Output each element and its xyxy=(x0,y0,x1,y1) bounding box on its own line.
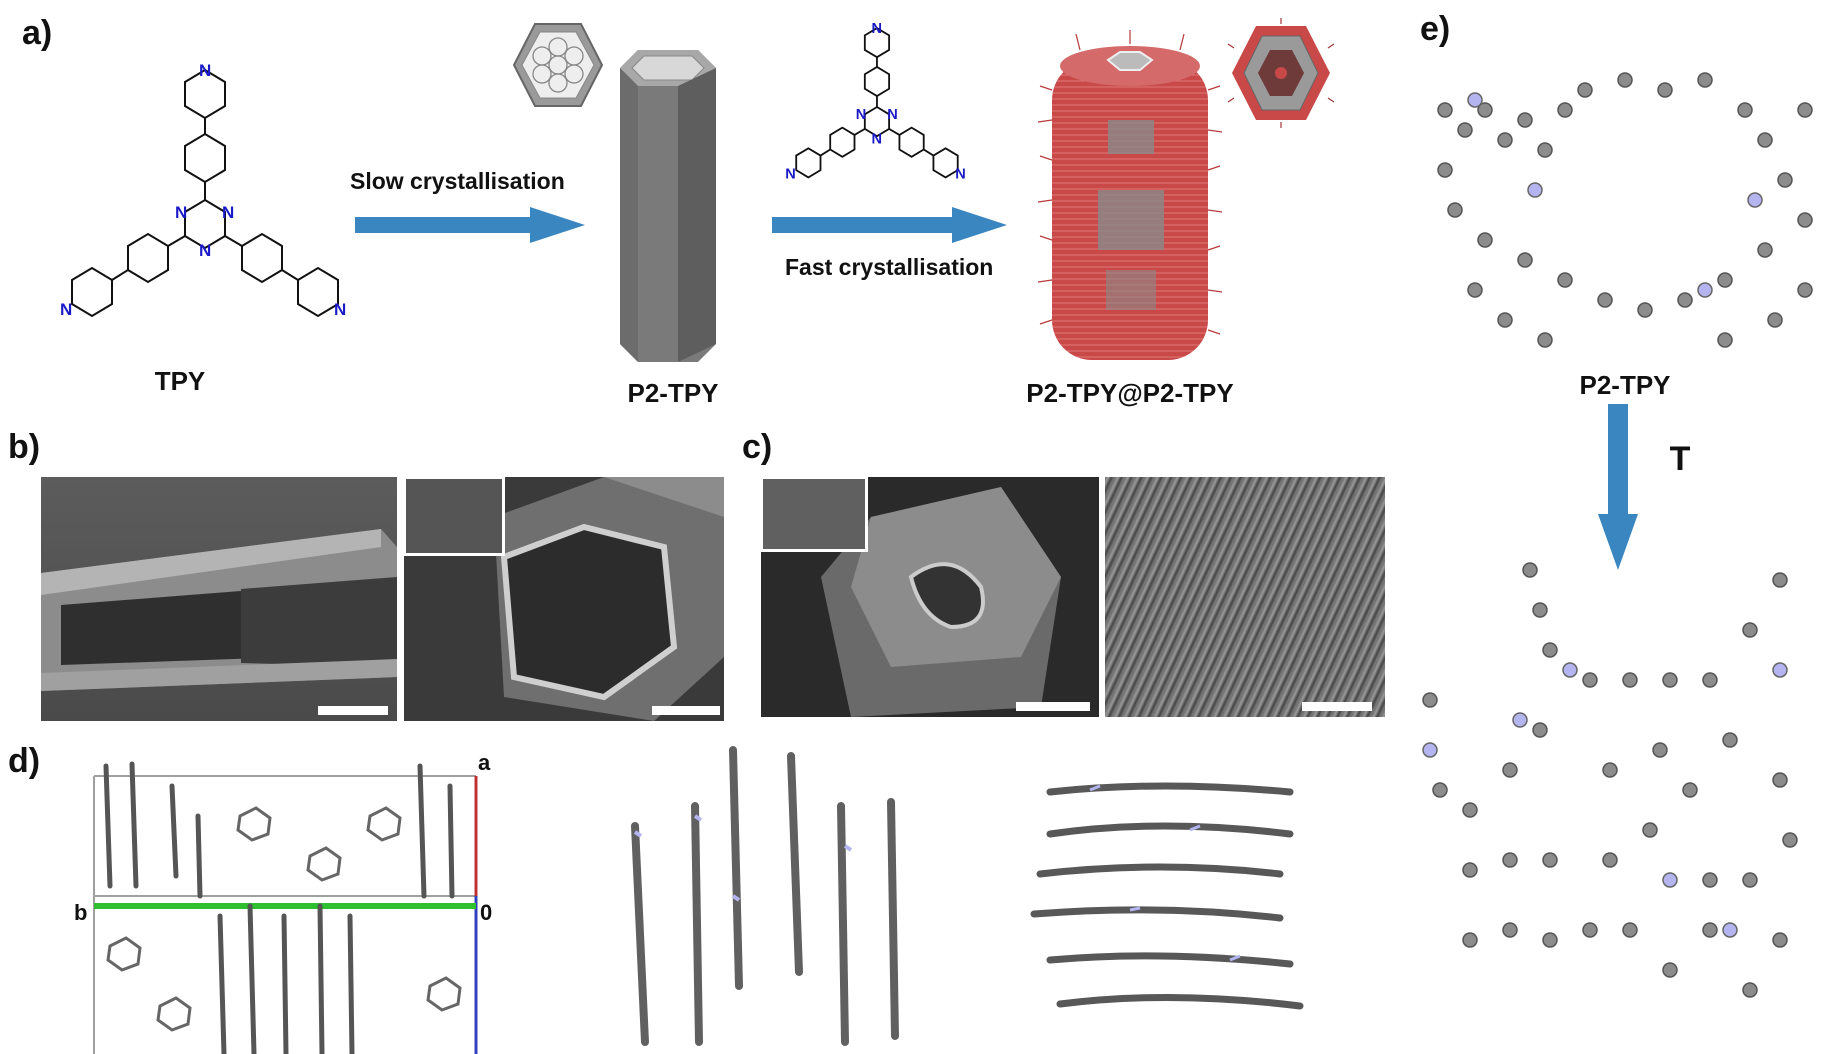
hex-crystal-side-view xyxy=(620,50,716,362)
n-atom-label: N xyxy=(955,167,966,183)
scale-bar-b-left xyxy=(318,706,388,715)
panel-letter-d: d) xyxy=(8,742,41,780)
n-atom-label: N xyxy=(199,61,211,80)
n-atom-label: N xyxy=(872,21,883,37)
scale-bar-b-right xyxy=(652,706,720,715)
scale-bar-c-right xyxy=(1302,702,1372,711)
sem-inset-c xyxy=(760,476,868,552)
n-atom-label: N xyxy=(199,241,211,260)
slow-crystallisation-label: Slow crystallisation xyxy=(350,168,565,194)
crystal-packing-layered-sheets xyxy=(1030,782,1304,1010)
arrow-fast xyxy=(772,207,1007,243)
n-atom-label: N xyxy=(872,131,883,147)
temperature-label: T xyxy=(1669,440,1691,478)
n-atom-label: N xyxy=(222,203,234,222)
tpy-molecule-small: N N N N N N xyxy=(785,21,966,183)
sem-image-b-left xyxy=(40,476,398,722)
crystal-packing-stacked-columns xyxy=(631,746,899,1046)
p2-tpy-at-p2-tpy-label: P2-TPY@P2-TPY xyxy=(1026,378,1234,408)
panel-letter-b: b) xyxy=(8,428,41,466)
n-atom-label: N xyxy=(856,107,867,123)
panel-letter-e: e) xyxy=(1420,10,1451,48)
n-atom-label: N xyxy=(334,300,346,319)
tpy-molecule: N N N N N N xyxy=(60,61,346,319)
hairy-crystal xyxy=(1037,30,1223,360)
p2-tpy-label: P2-TPY xyxy=(627,378,719,408)
p2-tpy-ball-stick-structure xyxy=(1437,72,1813,348)
arrow-temperature xyxy=(1598,404,1638,570)
n-atom-label: N xyxy=(60,300,72,319)
hairy-crystal-top-view xyxy=(1227,18,1335,128)
arrow-slow xyxy=(355,207,585,243)
sem-image-c-right xyxy=(1104,476,1386,718)
n-atom-label: N xyxy=(887,107,898,123)
axis-label-zero: 0 xyxy=(480,900,493,925)
hex-crystal-top-view xyxy=(512,23,604,107)
tpy-label: TPY xyxy=(154,366,206,396)
n-atom-label: N xyxy=(785,167,796,183)
axis-label-a: a xyxy=(478,750,491,775)
panel-letter-c: c) xyxy=(742,428,773,466)
axis-label-b: b xyxy=(74,900,88,925)
scale-bar-c-left xyxy=(1016,702,1090,711)
p2-tpy-label-e: P2-TPY xyxy=(1579,370,1671,400)
crystal-packing-unit-cell xyxy=(93,761,478,1054)
panel-letter-a: a) xyxy=(22,14,53,52)
n-atom-label: N xyxy=(175,203,187,222)
sem-inset-b xyxy=(403,476,505,556)
fast-crystallisation-label: Fast crystallisation xyxy=(785,254,994,280)
tpy-ball-stick-network xyxy=(1422,562,1798,998)
